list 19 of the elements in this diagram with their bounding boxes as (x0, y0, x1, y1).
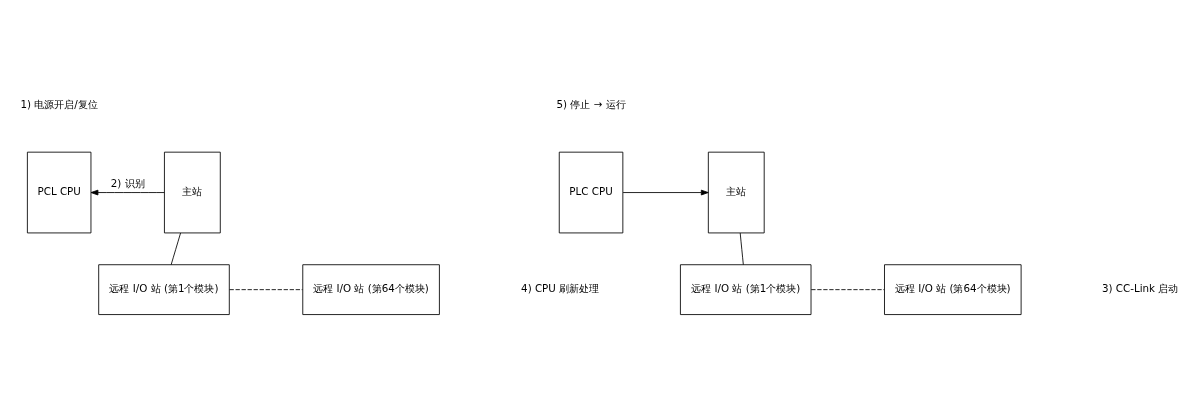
node-box: 主站 (707, 151, 765, 233)
node-box: 远程 I/O 站 (第64个模块) (884, 263, 1022, 315)
connector (229, 288, 303, 290)
node-box: 远程 I/O 站 (第64个模块) (302, 263, 440, 315)
arrow (622, 189, 709, 195)
node-box: 远程 I/O 站 (第1个模块) (680, 263, 812, 315)
label: 1) 电源开启/复位 (20, 97, 98, 110)
connector (170, 232, 181, 265)
node-box: 主站 (164, 151, 221, 233)
node-box: 远程 I/O 站 (第1个模块) (98, 263, 230, 315)
arrow (90, 189, 165, 195)
label: 4) CPU 刷新处理 (521, 281, 600, 294)
connector (739, 232, 744, 265)
edge-label: 2) 识别 (110, 176, 145, 189)
label: 3) CC-Link 启动 (1101, 281, 1179, 294)
node-box: PLC CPU (558, 151, 624, 233)
connector (810, 288, 885, 290)
node-box: PCL CPU (26, 151, 92, 233)
label: 5) 停止 → 运行 (556, 97, 626, 110)
